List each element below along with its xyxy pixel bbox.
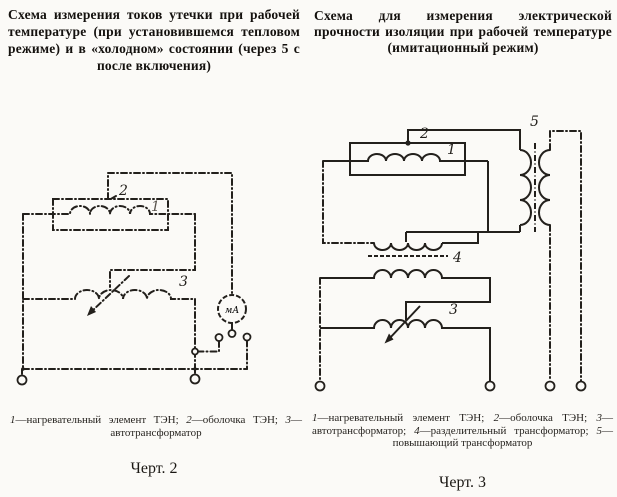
supply-terminals: [314, 380, 496, 392]
autotransformer-coil: [320, 319, 491, 381]
figure-2-title: Схема измерения токов утечки при рабочей…: [8, 7, 300, 73]
label-sheath: 2: [118, 183, 128, 199]
wire-top-rail: [107, 172, 233, 296]
isolation-transformer-secondary: [373, 242, 443, 251]
wire-switch-left: [197, 340, 220, 353]
label-autotransformer: 3: [449, 302, 458, 318]
autotransformer-arrow: [87, 275, 130, 316]
label-2-tick: [108, 195, 117, 201]
label-isolation-transformer: 4: [452, 250, 462, 266]
switch-terminals: [191, 329, 252, 356]
wire-element-to-tap: [109, 213, 196, 288]
figure-3-wiring: [319, 129, 582, 382]
figure-2-number: Черт. 2: [130, 460, 178, 477]
figure-3-number: Черт. 3: [438, 474, 487, 491]
junction-dot: [405, 140, 411, 146]
figure-3-schematic: 2 1 5 4 3: [314, 114, 587, 392]
wire-top-rail: [407, 129, 521, 150]
supply-terminals: [16, 367, 201, 386]
label-sheath: 2: [419, 126, 429, 142]
label-autotransformer: 3: [179, 274, 188, 290]
wire-secondary-right: [442, 232, 479, 244]
wire-hv-lead-outer: [549, 130, 582, 382]
figure-2-wiring: [21, 172, 248, 375]
hv-terminals: [544, 380, 587, 392]
wire-node-rail: [405, 231, 520, 242]
milliammeter: мА: [217, 294, 247, 324]
label-element: 1: [447, 142, 456, 158]
tein-heater-coil: [323, 153, 488, 162]
autotransformer-coil: [22, 289, 196, 300]
figure-3-title: Схема для измерения электрической прочно…: [314, 8, 612, 55]
autotransformer-arrow: [384, 305, 421, 344]
figure-2-schematic: мА 2 1 3: [16, 172, 252, 386]
stepup-transformer-primary: [519, 149, 532, 232]
tein-heater-coil: [22, 205, 196, 215]
label-element: 1: [151, 199, 160, 215]
wire-element-left: [322, 160, 375, 244]
figure-2-caption: 1—нагревательный элемент ТЭН; 2—оболочка…: [10, 414, 302, 439]
isolation-transformer-primary: [320, 269, 491, 320]
stepup-transformer-secondary: [538, 149, 551, 226]
figure-3-caption: 1—нагревательный элемент ТЭН; 2—оболочка…: [312, 412, 613, 449]
milliammeter-label: мА: [225, 306, 239, 316]
label-stepup-transformer: 5: [530, 114, 539, 130]
